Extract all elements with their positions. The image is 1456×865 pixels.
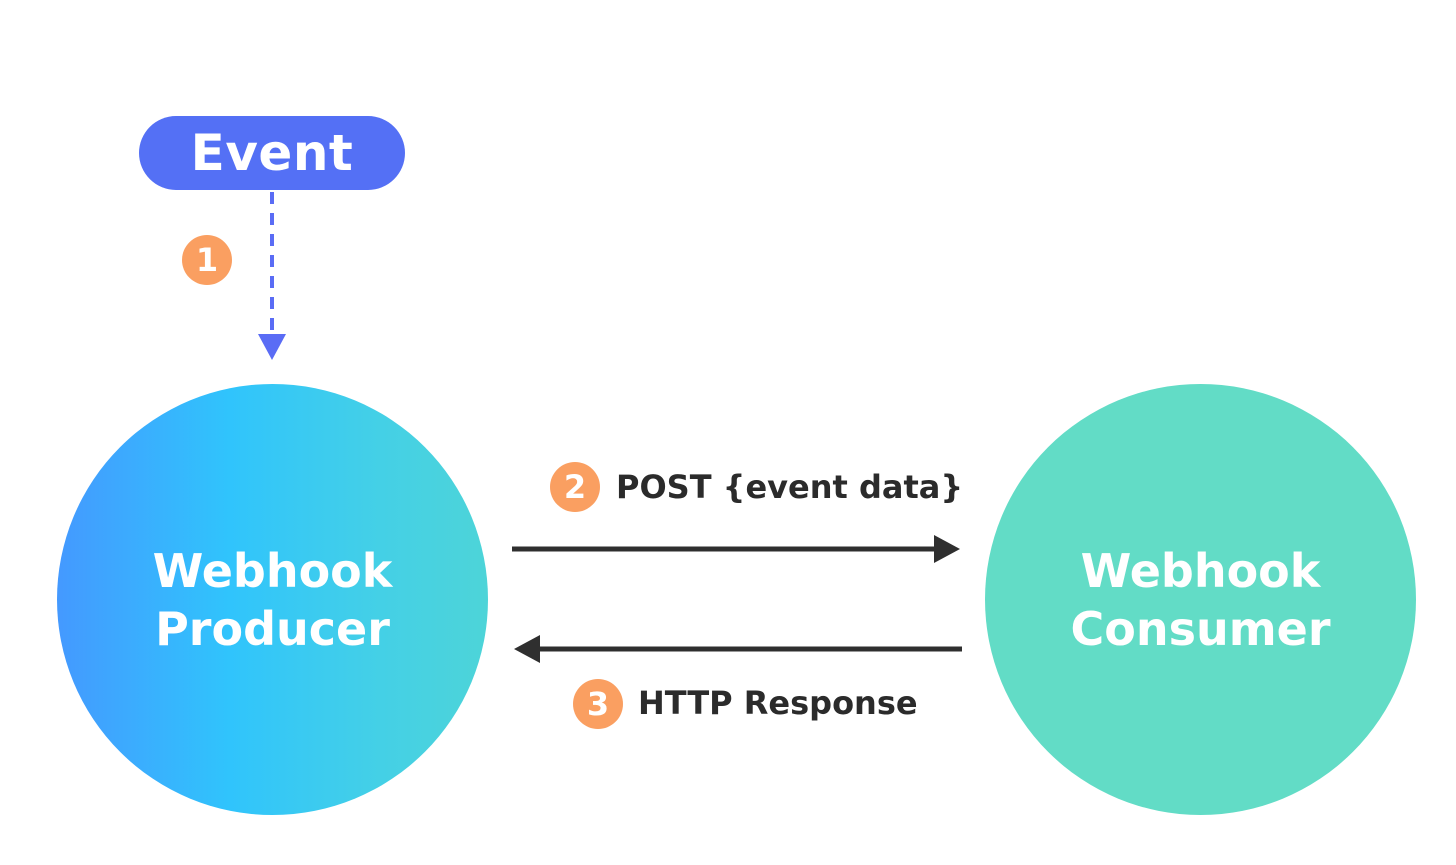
post-arrowhead: [934, 535, 960, 563]
event-to-producer-arrowhead: [258, 334, 286, 360]
step-2-badge: 2: [550, 462, 600, 512]
webhook-producer-node: Webhook Producer: [57, 384, 488, 815]
step-2-label: POST {event data}: [616, 468, 964, 506]
consumer-label-line2: Consumer: [1070, 601, 1331, 656]
event-label: Event: [190, 124, 354, 182]
event-pill: Event: [139, 116, 405, 190]
step-2-number: 2: [563, 468, 587, 506]
consumer-label-line1: Webhook: [1080, 543, 1321, 598]
step-3-number: 3: [586, 685, 610, 723]
step-1-badge: 1: [182, 235, 232, 285]
webhook-consumer-node: Webhook Consumer: [985, 384, 1416, 815]
producer-label-line2: Producer: [155, 601, 390, 656]
step-3-badge: 3: [573, 679, 623, 729]
step-3-label: HTTP Response: [638, 684, 918, 722]
producer-label-line1: Webhook: [152, 543, 393, 598]
step-1-number: 1: [195, 241, 219, 279]
response-arrowhead: [514, 635, 540, 663]
